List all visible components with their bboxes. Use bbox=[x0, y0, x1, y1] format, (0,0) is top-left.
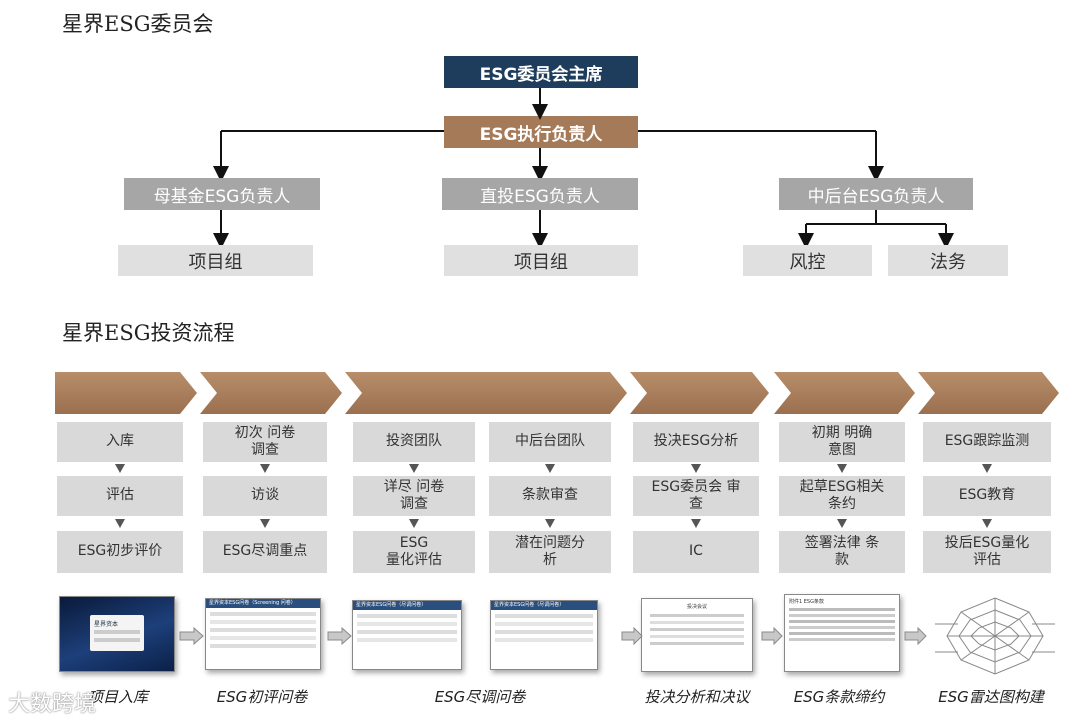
lead-direct-box: 直投ESG负责人 bbox=[442, 178, 638, 210]
step-c6-1: 初期 明确 意图 bbox=[779, 422, 905, 462]
team-risk: 风控 bbox=[743, 245, 872, 276]
executive-box: ESG执行负责人 bbox=[444, 116, 638, 148]
radar-chart-icon bbox=[935, 597, 1055, 675]
step-c3-1: 投资团队 bbox=[353, 422, 475, 462]
step-c4-2: 条款审查 bbox=[489, 476, 611, 516]
step-c3-3: ESG 量化评估 bbox=[353, 531, 475, 573]
step-c7-3: 投后ESG量化 评估 bbox=[923, 531, 1051, 573]
step-c1-3: ESG初步评价 bbox=[57, 531, 183, 573]
team-legal: 法务 bbox=[888, 245, 1008, 276]
chevron-1 bbox=[55, 372, 197, 414]
process-title: 星界ESG投资流程 bbox=[62, 321, 235, 345]
thumb-arrows bbox=[179, 626, 927, 646]
step-c1-1: 入库 bbox=[57, 422, 183, 462]
chair-box: ESG委员会主席 bbox=[444, 56, 638, 88]
step-c7-2: ESG教育 bbox=[923, 476, 1051, 516]
step-c6-3: 签署法律 条 款 bbox=[779, 531, 905, 573]
step-arrows bbox=[115, 464, 992, 528]
step-c5-3: IC bbox=[633, 531, 759, 573]
step-c2-2: 访谈 bbox=[203, 476, 327, 516]
caption-initial-questionnaire: ESG初评问卷 bbox=[216, 688, 308, 706]
thumb-decision-doc: 投决会议 bbox=[641, 598, 753, 672]
thumb-dd-questionnaire-2: 星界资本ESG问卷（尽调问卷） bbox=[490, 600, 598, 670]
caption-radar: ESG雷达图构建 bbox=[938, 688, 1044, 706]
thumb-screening-questionnaire: 星界资本ESG问卷（Screening 问卷） bbox=[205, 598, 321, 670]
lead-backoffice-box: 中后台ESG负责人 bbox=[779, 178, 973, 210]
caption-decision: 投决分析和决议 bbox=[644, 688, 750, 706]
step-c5-2: ESG委员会 审 查 bbox=[633, 476, 759, 516]
step-c2-1: 初次 问卷 调查 bbox=[203, 422, 327, 462]
caption-terms: ESG条款缔约 bbox=[793, 688, 885, 706]
lead-fof-box: 母基金ESG负责人 bbox=[124, 178, 320, 210]
step-c6-2: 起草ESG相关 条约 bbox=[779, 476, 905, 516]
thumb-entry-screen: 星界资本 bbox=[59, 596, 175, 672]
step-c4-3: 潜在问题分 析 bbox=[489, 531, 611, 573]
step-c2-3: ESG尽调重点 bbox=[203, 531, 327, 573]
chevron-2 bbox=[200, 372, 342, 414]
chevron-3 bbox=[345, 372, 627, 414]
step-c4-1: 中后台团队 bbox=[489, 422, 611, 462]
org-connectors bbox=[213, 88, 954, 249]
thumb-dd-questionnaire: 星界资本ESG问卷（尽调问卷） bbox=[352, 600, 462, 670]
step-c5-1: 投决ESG分析 bbox=[633, 422, 759, 462]
team-project-2: 项目组 bbox=[444, 245, 638, 276]
watermark: 大数跨境 bbox=[8, 692, 97, 717]
step-c3-2: 详尽 问卷 调查 bbox=[353, 476, 475, 516]
caption-entry: 项目入库 bbox=[87, 688, 148, 706]
team-project-1: 项目组 bbox=[118, 245, 313, 276]
committee-title: 星界ESG委员会 bbox=[62, 12, 214, 36]
chevron-5 bbox=[774, 372, 915, 414]
caption-dd-questionnaire: ESG尽调问卷 bbox=[434, 688, 526, 706]
thumb-terms-doc: 附件1 ESG条款 bbox=[784, 594, 900, 672]
step-c1-2: 评估 bbox=[57, 476, 183, 516]
chevron-4 bbox=[630, 372, 769, 414]
chevron-6 bbox=[918, 372, 1059, 414]
process-chevrons bbox=[55, 372, 1059, 414]
step-c7-1: ESG跟踪监测 bbox=[923, 422, 1051, 462]
